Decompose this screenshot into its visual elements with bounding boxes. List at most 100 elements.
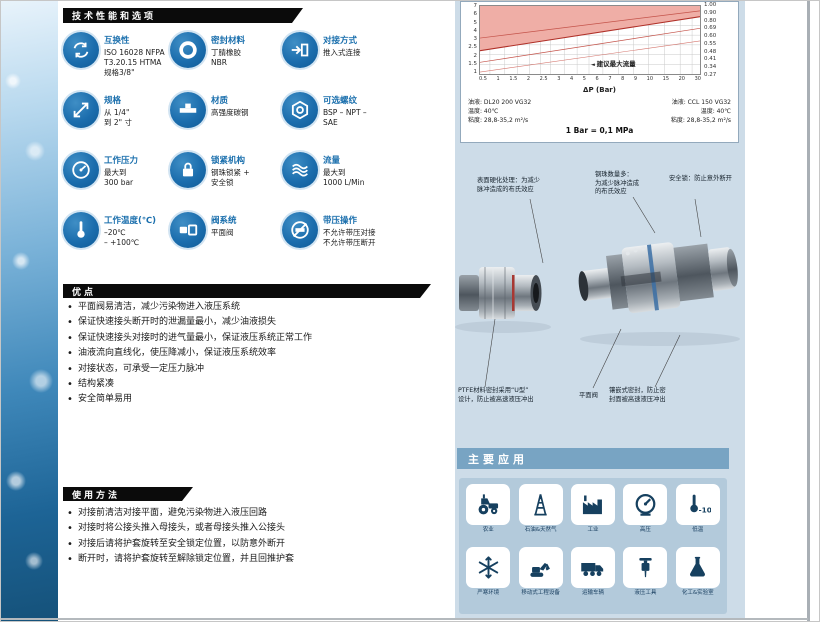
spec-label: 对接方式 — [323, 36, 358, 46]
y-axis-tick: 0.41 — [704, 56, 717, 63]
excavator-icon — [518, 547, 563, 588]
spec-label: 锁紧机构 — [211, 156, 246, 166]
x-axis-tick: 9 — [633, 76, 638, 82]
section-header-usage: 使用方法 — [63, 487, 193, 501]
spec-desc: 平面阀 — [211, 228, 234, 237]
chart-note-right: 油液: CCL 150 VG32 温度: 40℃ 粘度: 28,8-35,2 m²/… — [671, 98, 731, 125]
spec-item: 可选螺纹 BSP – NPT – SAE — [282, 92, 439, 152]
seal-icon — [170, 32, 206, 68]
annotation-safety-lock: 安全锁：防止意外断开 — [669, 175, 732, 182]
x-axis-tick: 2 — [526, 76, 531, 82]
x-axis-tick: 3 — [557, 76, 561, 82]
bullet-item: 保证快速接头断开时的泄漏量最小，减少油液损失 — [67, 317, 439, 328]
application-label: 严寒环境 — [477, 590, 500, 596]
spec-item: 锁紧机构钢珠锁紧 + 安全锁 — [170, 152, 282, 212]
chart-note-line: 温度: 40℃ — [700, 108, 731, 115]
valve-icon — [170, 212, 206, 248]
y-axis-tick: 7 — [473, 3, 478, 9]
spec-desc: 高强度碳钢 — [211, 108, 249, 117]
section-header-applications: 主要应用 — [457, 448, 729, 469]
y-axis-tick: 0.34 — [704, 64, 717, 71]
spec-label: 互换性 — [104, 36, 130, 46]
application-item: 严寒环境 — [464, 547, 512, 608]
female-coupler-cutaway — [459, 267, 542, 319]
push-connect-icon — [282, 32, 318, 68]
application-item: 高压 — [621, 484, 669, 545]
x-axis-tick: 30 — [694, 76, 701, 82]
interchange-icon — [63, 32, 99, 68]
application-label: 运输车辆 — [581, 590, 604, 596]
spec-label: 工作温度(℃) — [104, 216, 157, 226]
spec-item: 流量最大到 1000 L/Min — [282, 152, 439, 212]
temperature-icon — [63, 212, 99, 248]
spec-item: 带压操作不允许带压对接 不允许带压断开 — [282, 212, 439, 272]
section-header-advantages: 优点 — [63, 284, 431, 298]
bullet-item: 对接状态，可承受一定压力脉冲 — [67, 364, 439, 375]
low-temp-icon: -10 — [675, 484, 720, 525]
spec-desc: 钢珠锁紧 + 安全锁 — [211, 168, 250, 187]
section-title: 技术性能和选项 — [72, 12, 157, 22]
y-axis-tick: 6 — [473, 11, 478, 18]
annotation-surface-hardening: 表面硬化处理：为减少 脉冲造成的布氏效应 — [477, 177, 540, 193]
bullet-item: 保证快速接头对接时的进气量最小，保证液压系统正常工作 — [67, 333, 439, 344]
chart-note-line: 油液: CCL 150 VG32 — [671, 99, 731, 106]
application-item: 工业 — [569, 484, 617, 545]
section-title: 主要应用 — [468, 452, 528, 466]
unit-note: 1 Bar = 0,1 MPa — [565, 126, 634, 135]
spec-desc: BSP – NPT – SAE — [323, 108, 367, 127]
spec-label: 材质 — [211, 96, 229, 106]
coupling-cutaway-illustration — [455, 197, 740, 389]
x-axis-tick: 15 — [662, 76, 670, 82]
x-axis-tick: 7 — [608, 76, 612, 82]
spec-label: 可选螺纹 — [323, 96, 358, 106]
spec-item: 工作温度(℃) –20℃ – +100℃ — [63, 212, 170, 272]
usage-list: 对接前清洁对接平面，避免污染物进入液压回路对接时将公接头推入母接头，或者母接头推… — [67, 508, 439, 571]
spec-desc: 推入式连接 — [323, 48, 361, 57]
spec-label: 带压操作 — [323, 216, 358, 226]
gauge-icon — [623, 484, 668, 525]
size-icon — [63, 92, 99, 128]
spec-item: 密封材料丁腈橡胶 NBR — [170, 32, 282, 92]
oil-derrick-icon — [518, 484, 563, 525]
y-axis-tick: 0.69 — [704, 25, 717, 32]
annotation-ptfe-seal: PTFE材料密封采用“U型” 设计，防止被高速液压冲出 — [458, 387, 534, 403]
application-label: 工业 — [587, 527, 599, 533]
spec-item: 对接方式推入式连接 — [282, 32, 439, 92]
y-axis-tick: 0.80 — [704, 17, 717, 24]
lock-icon — [170, 152, 206, 188]
svg-text:-10: -10 — [699, 505, 711, 514]
y-axis-tick: 2.5 — [468, 44, 477, 51]
spec-desc: 不允许带压对接 不允许带压断开 — [323, 228, 376, 247]
chart-note-line: 粘度: 28,8-35,2 m²/s — [468, 117, 529, 124]
y-axis-tick: 0.48 — [704, 48, 717, 55]
annotation-ball-count: 钢珠数量多： 为减少脉冲造成 的布氏效应 — [595, 171, 640, 195]
pressure-icon — [63, 152, 99, 188]
y-axis-tick: 5 — [473, 19, 478, 26]
snowflake-icon — [466, 547, 511, 588]
y-axis-tick: 0.27 — [704, 71, 717, 78]
spec-item: 材质高强度碳钢 — [170, 92, 282, 152]
application-item: 石油&天然气 — [516, 484, 564, 545]
bullet-item: 平面阀易清洁，减少污染物进入液压系统 — [67, 302, 439, 313]
x-axis-tick: 5 — [582, 76, 586, 82]
flask-icon — [675, 547, 720, 588]
chart-note-line: 温度: 40℃ — [468, 108, 499, 115]
spec-desc: –20℃ – +100℃ — [104, 228, 140, 247]
x-axis-tick: 6 — [595, 76, 599, 82]
chart-note-line: 粘度: 28,8-35,2 m²/s — [670, 117, 731, 124]
y-axis-tick: 2 — [473, 52, 478, 59]
y-axis-tick: 0.55 — [704, 40, 717, 47]
bullet-item: 安全简单易用 — [67, 394, 439, 405]
spec-desc: 从 1/4" 到 2" 寸 — [104, 108, 132, 127]
bullet-item: 结构紧凑 — [67, 379, 439, 390]
bullet-item: 对接后请将护套旋转至安全锁定位置，以防意外断开 — [67, 539, 439, 550]
